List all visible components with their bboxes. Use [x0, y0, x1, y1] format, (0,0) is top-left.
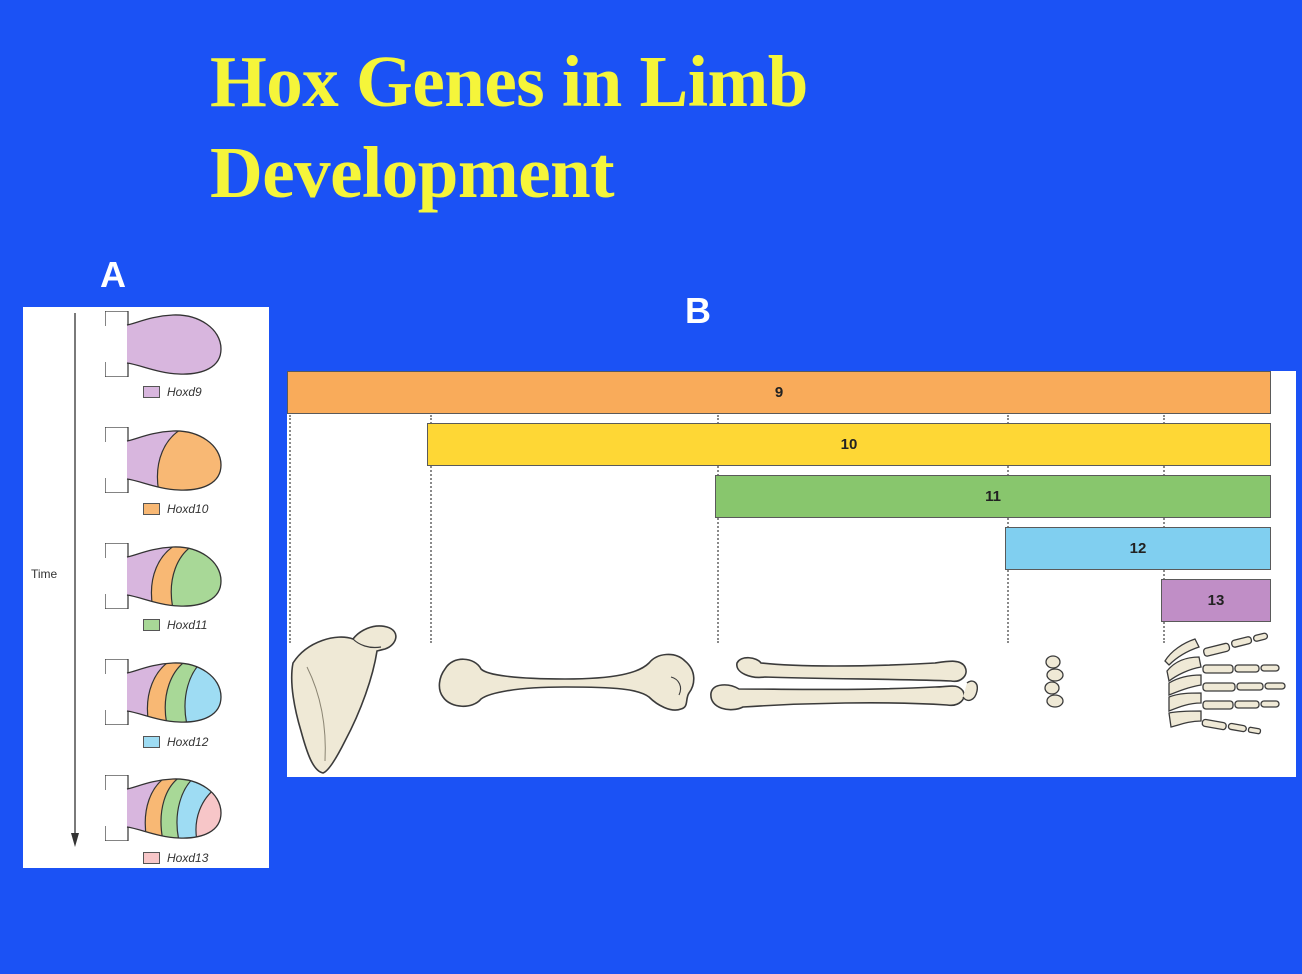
panel-a-letter: A — [100, 254, 126, 296]
carpal-bones-icon — [1039, 655, 1069, 715]
hoxd10-swatch — [143, 503, 160, 515]
hox13-expression-bar: 13 — [1161, 579, 1271, 622]
time-arrow-icon — [71, 313, 79, 847]
hox10-expression-bar: 10 — [427, 423, 1271, 466]
legend-hoxd9: Hoxd9 — [143, 384, 202, 400]
limb-bud-stage-1 — [105, 311, 225, 377]
hox11-expression-bar: 11 — [715, 475, 1271, 518]
legend-hoxd10: Hoxd10 — [143, 501, 208, 517]
hoxd12-swatch — [143, 736, 160, 748]
time-label: Time — [31, 567, 57, 581]
legend-hoxd13: Hoxd13 — [143, 850, 208, 866]
limb-bud-stage-5 — [105, 775, 225, 841]
legend-hoxd12: Hoxd12 — [143, 734, 208, 750]
hoxd11-swatch — [143, 619, 160, 631]
radius-ulna-bones-icon — [705, 653, 985, 719]
legend-label-hoxd12: Hoxd12 — [167, 735, 208, 749]
limb-bud-stage-2 — [105, 427, 225, 493]
legend-label-hoxd13: Hoxd13 — [167, 851, 208, 865]
legend-hoxd11: Hoxd11 — [143, 617, 207, 633]
hox12-expression-bar: 12 — [1005, 527, 1271, 570]
legend-label-hoxd10: Hoxd10 — [167, 502, 208, 516]
hoxd13-swatch — [143, 852, 160, 864]
panel-b-hox-expression-domains: 9 10 11 12 13 — [287, 371, 1296, 777]
panel-a-limb-bud-diagram: Time Hoxd9 Hoxd10 — [23, 307, 269, 868]
panel-b-letter: B — [685, 290, 711, 332]
guide-line — [289, 415, 291, 643]
hoxd9-swatch — [143, 386, 160, 398]
slide-title: Hox Genes in Limb Development — [210, 36, 970, 218]
legend-label-hoxd9: Hoxd9 — [167, 385, 202, 399]
legend-label-hoxd11: Hoxd11 — [167, 618, 207, 632]
hand-bones-icon — [1161, 631, 1295, 735]
scapula-bone-icon — [289, 621, 401, 775]
limb-bud-stage-4 — [105, 659, 225, 725]
humerus-bone-icon — [435, 649, 697, 715]
hox9-expression-bar: 9 — [287, 371, 1271, 414]
limb-bud-stage-3 — [105, 543, 225, 609]
